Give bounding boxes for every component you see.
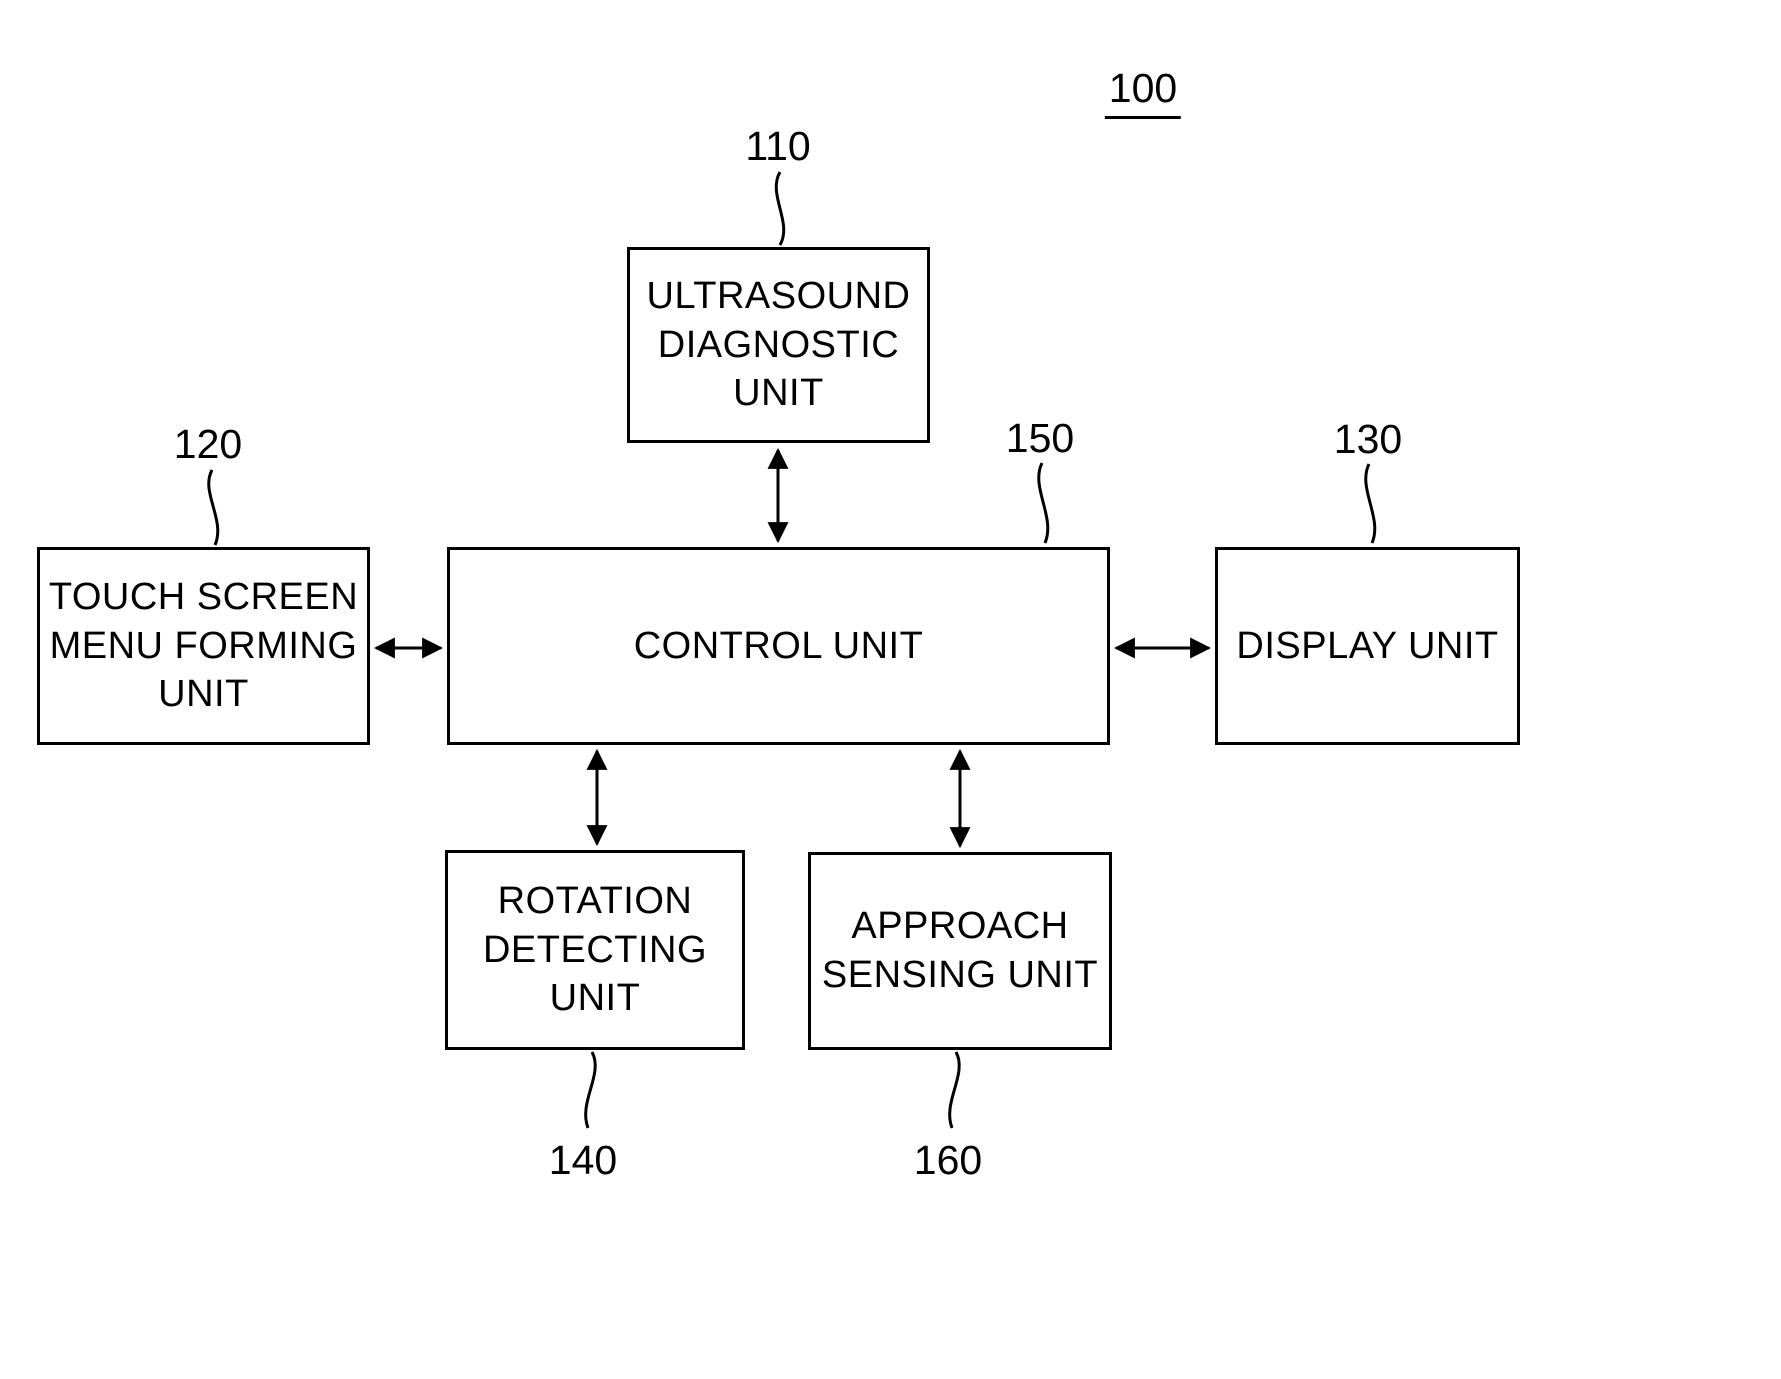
node-ultrasound-diagnostic-unit: ULTRASOUND DIAGNOSTIC UNIT: [627, 247, 930, 443]
leader-line-140: [584, 1051, 597, 1129]
leader-line-130: [1364, 463, 1377, 544]
node-label-approach: APPROACH SENSING UNIT: [821, 905, 1099, 996]
node-rotation-detecting-unit: ROTATION DETECTING UNIT: [445, 850, 745, 1050]
node-label-control: CONTROL UNIT: [633, 624, 924, 667]
ref-120: 120: [173, 421, 243, 467]
leader-line-150: [1037, 462, 1050, 544]
ref-140: 140: [548, 1137, 618, 1183]
ref-160: 160: [913, 1137, 983, 1183]
figure-number: 100: [1104, 68, 1182, 119]
node-label-display: DISPLAY UNIT: [1236, 624, 1499, 667]
node-control-unit: CONTROL UNIT: [447, 547, 1110, 745]
node-label-ultrasound: ULTRASOUND DIAGNOSTIC UNIT: [646, 275, 911, 415]
node-touch-screen-menu-forming-unit: TOUCH SCREEN MENU FORMING UNIT: [37, 547, 370, 745]
ref-130: 130: [1333, 416, 1403, 462]
leader-line-110: [774, 171, 786, 246]
node-approach-sensing-unit: APPROACH SENSING UNIT: [808, 852, 1112, 1050]
node-display-unit: DISPLAY UNIT: [1215, 547, 1520, 745]
leader-line-120: [207, 469, 220, 546]
node-label-rotation: ROTATION DETECTING UNIT: [482, 880, 708, 1020]
leader-line-160: [948, 1051, 961, 1129]
node-label-touch-screen: TOUCH SCREEN MENU FORMING UNIT: [48, 576, 359, 716]
ref-110: 110: [745, 123, 811, 169]
ref-150: 150: [1005, 415, 1075, 461]
